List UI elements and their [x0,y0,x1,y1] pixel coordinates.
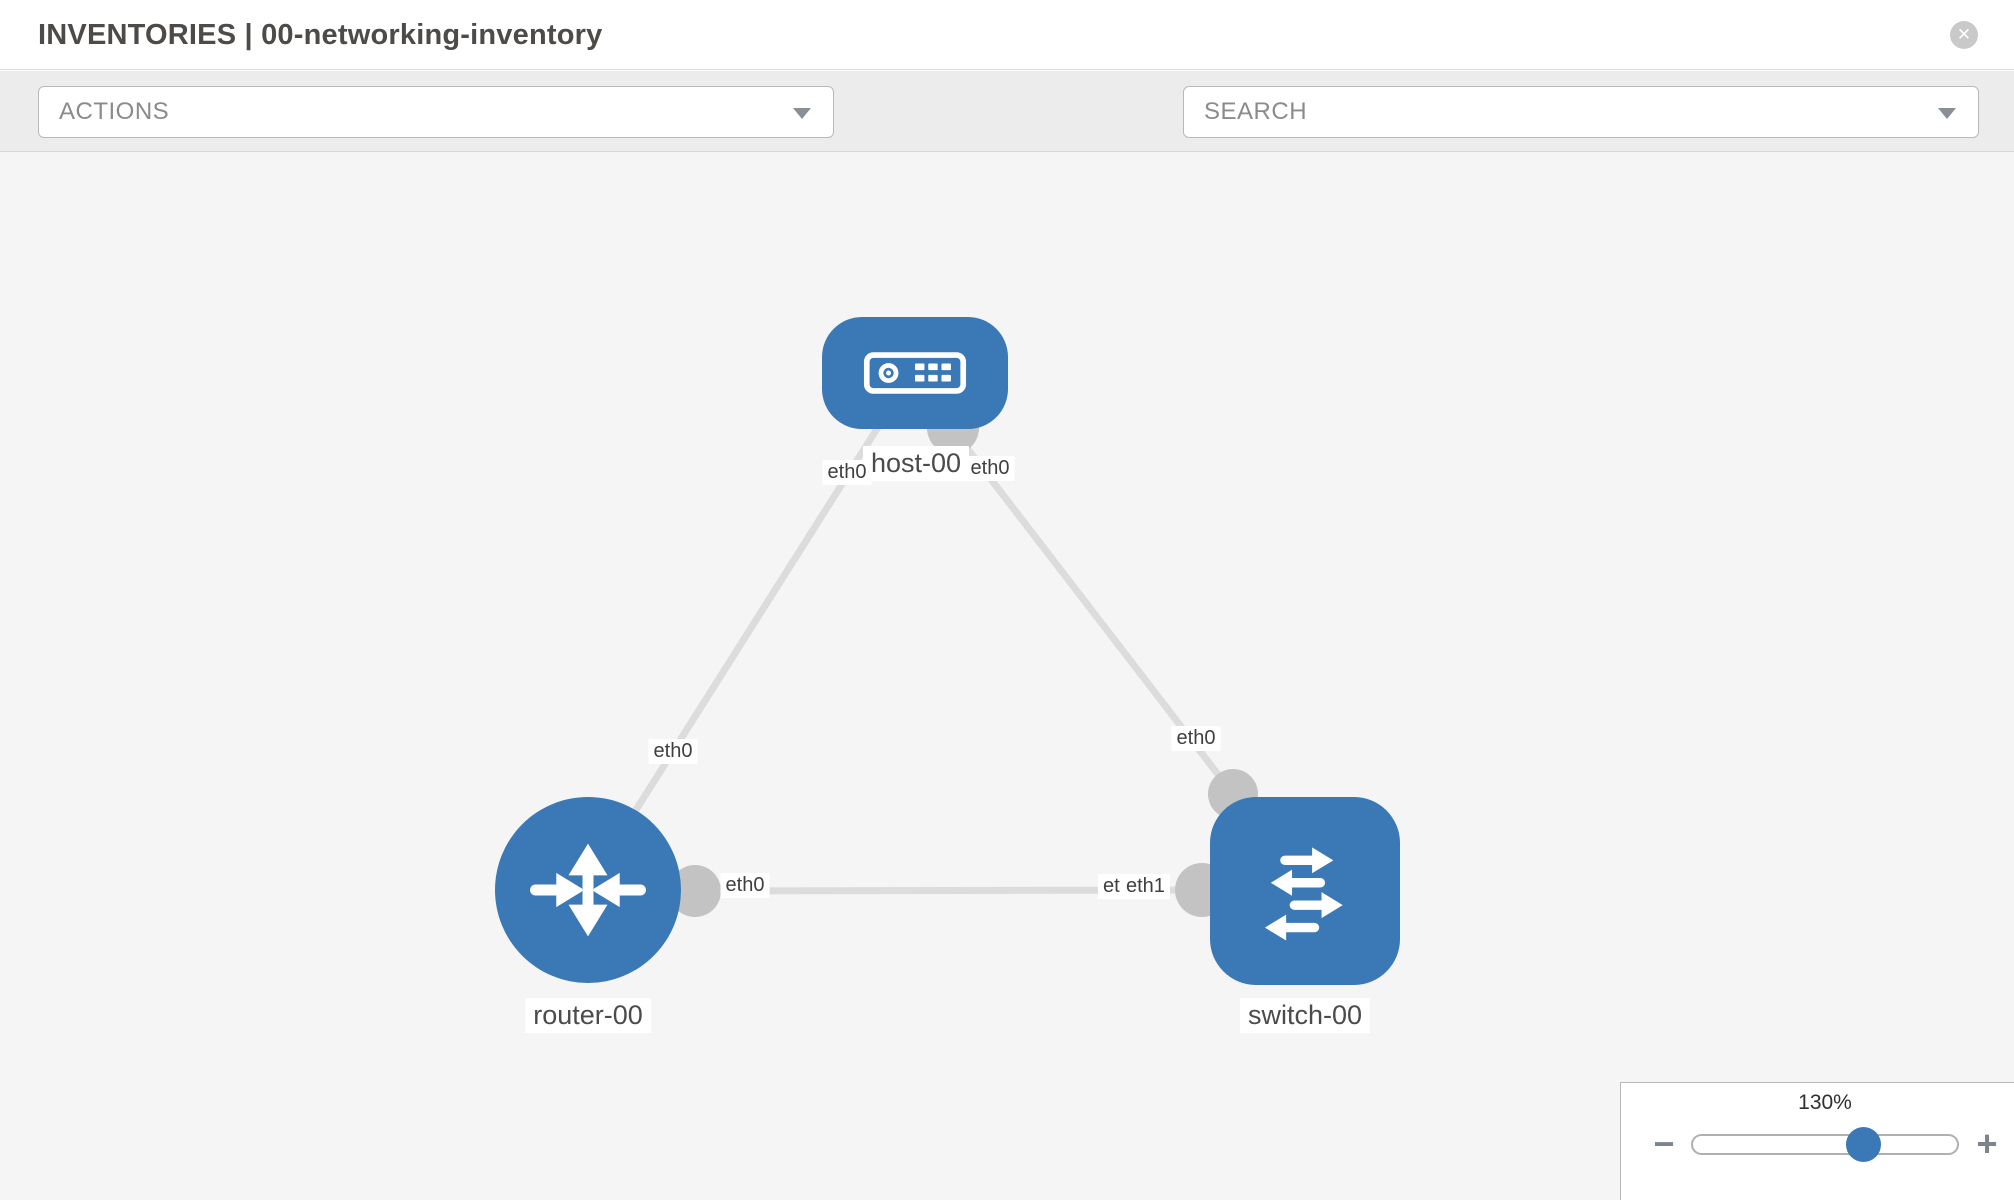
zoom-in-button[interactable]: + [1976,1123,1998,1164]
node-router-00[interactable] [495,797,681,983]
interface-label: eth0 [965,456,1015,481]
zoom-level: 130% [1798,1091,1852,1114]
chevron-down-icon [1938,108,1956,119]
chevron-down-icon [793,108,811,119]
zoom-slider-knob[interactable] [1846,1127,1881,1162]
interface-dot [669,865,721,917]
node-label-router: router-00 [525,998,651,1033]
zoom-slider-track[interactable] [1691,1134,1959,1155]
router-icon [530,843,646,937]
interface-label: eth0 [822,460,872,485]
server-icon [863,352,967,394]
page-title: INVENTORIES | 00-networking-inventory [38,19,603,51]
topology-canvas[interactable] [0,152,2014,1200]
search-dropdown[interactable]: SEARCH [1183,86,1979,138]
node-label-host: host-00 [862,446,970,481]
switch-icon [1264,847,1343,941]
node-label-switch: switch-00 [1239,998,1371,1033]
actions-dropdown-label: ACTIONS [59,98,170,125]
header-bar: INVENTORIES | 00-networking-inventory ✕ [0,0,2014,70]
zoom-out-button[interactable]: − [1653,1123,1675,1164]
interface-label: eth0 [648,739,698,764]
link-host-router [619,422,883,834]
interface-label: eth1 [1121,874,1170,899]
zoom-widget: 130% − + [1620,1082,2014,1200]
interface-label: eth0 [720,873,770,898]
search-dropdown-label: SEARCH [1204,98,1308,125]
interface-label: eth0 [1171,726,1221,751]
actions-dropdown[interactable]: ACTIONS [38,86,834,138]
node-host-00[interactable] [822,317,1008,429]
close-icon[interactable]: ✕ [1950,21,1978,49]
node-switch-00[interactable] [1210,797,1400,985]
